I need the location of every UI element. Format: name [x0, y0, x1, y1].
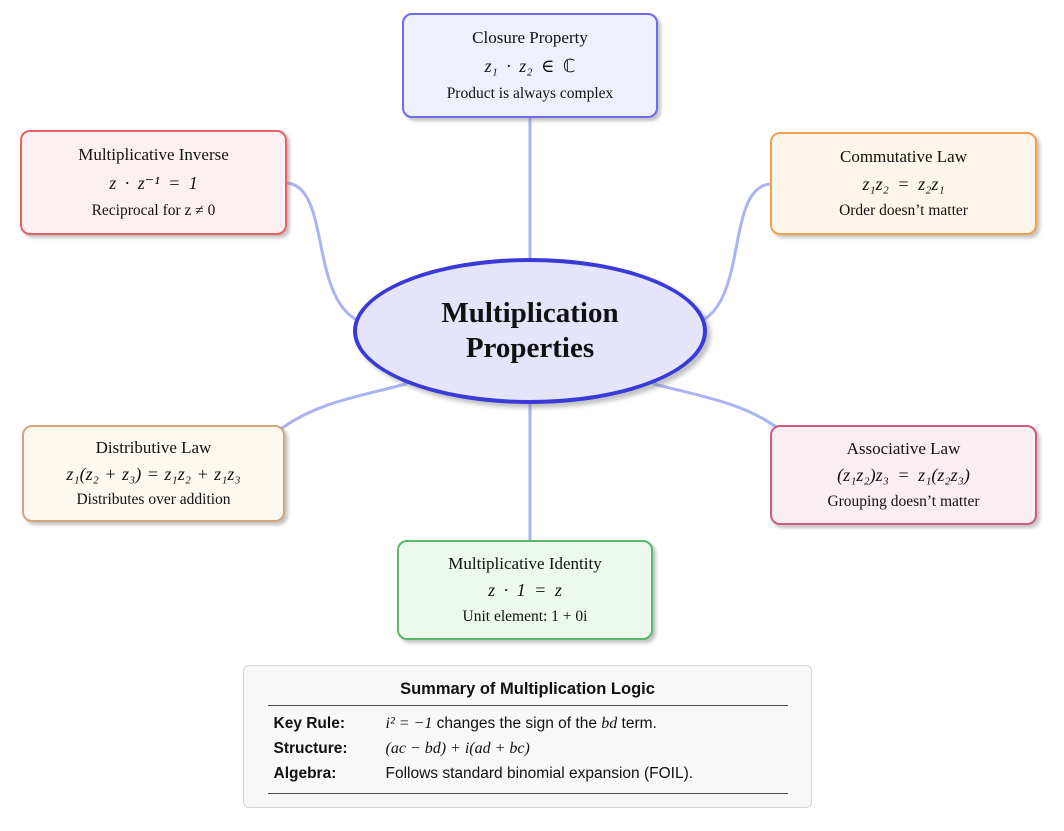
node-commutative: Commutative Law z₁z₂ = z₂z₁ Order doesn’… — [770, 132, 1037, 235]
connector-inverse-center — [285, 181, 359, 322]
node-associative-caption: Grouping doesn’t matter — [827, 493, 980, 511]
node-closure: Closure Property z₁ · z₂ ∈ ℂ Product is … — [402, 13, 658, 118]
node-identity-caption: Unit element: 1 + 0i — [462, 608, 588, 626]
summary-row-value: (ac − bd) + i(ad + bc) — [385, 739, 530, 757]
summary-row-algebra: Algebra: Follows standard binomial expan… — [274, 761, 788, 786]
node-associative: Associative Law (z₁z₂)z₃ = z₁(z₂z₃) Grou… — [770, 425, 1037, 525]
node-distributive: Distributive Law z₁(z₂ + z₃) = z₁z₂ + z₁… — [22, 425, 285, 522]
node-inverse-formula: z · z⁻¹ = 1 — [109, 172, 198, 193]
node-commutative-caption: Order doesn’t matter — [839, 202, 968, 220]
center-title-line2: Properties — [465, 332, 595, 364]
node-distributive-formula: z₁(z₂ + z₃) = z₁z₂ + z₁z₃ — [66, 463, 241, 484]
connector-commutative-center — [701, 182, 772, 322]
node-associative-formula: (z₁z₂)z₃ = z₁(z₂z₃) — [837, 465, 970, 486]
node-closure-title: Closure Property — [472, 28, 588, 48]
connector-associative-center — [652, 382, 780, 430]
summary-row-key-rule: Key Rule: i² = −1 changes the sign of th… — [274, 711, 788, 736]
summary-row-structure: Structure: (ac − bd) + i(ad + bc) — [274, 736, 788, 761]
node-identity-formula: z · 1 = z — [488, 580, 562, 601]
summary-title: Summary of Multiplication Logic — [267, 680, 788, 706]
node-commutative-formula: z₁z₂ = z₂z₁ — [862, 173, 945, 194]
summary-row-value: Follows standard binomial expansion (FOI… — [385, 764, 694, 782]
node-closure-formula: z₁ · z₂ ∈ ℂ — [484, 55, 576, 76]
node-distributive-caption: Distributes over addition — [76, 490, 231, 508]
summary-rows: Key Rule: i² = −1 changes the sign of th… — [267, 706, 788, 794]
connector-distributive-center — [280, 382, 408, 430]
node-inverse-caption: Reciprocal for z ≠ 0 — [91, 201, 216, 219]
summary-row-label: Structure: — [273, 739, 348, 757]
node-identity-title: Multiplicative Identity — [448, 553, 602, 573]
center-ellipse: Multiplication Properties — [353, 258, 707, 404]
summary-table: Summary of Multiplication Logic Key Rule… — [267, 680, 788, 794]
node-identity: Multiplicative Identity z · 1 = z Unit e… — [397, 540, 653, 640]
node-distributive-title: Distributive Law — [95, 438, 212, 458]
summary-row-label: Key Rule: — [273, 714, 346, 732]
node-associative-title: Associative Law — [846, 438, 961, 458]
node-closure-caption: Product is always complex — [446, 84, 614, 102]
node-inverse: Multiplicative Inverse z · z⁻¹ = 1 Recip… — [20, 130, 287, 235]
summary-row-value: i² = −1 changes the sign of the bd term. — [385, 714, 657, 732]
node-inverse-title: Multiplicative Inverse — [78, 145, 229, 165]
summary-row-label: Algebra: — [273, 764, 337, 782]
node-commutative-title: Commutative Law — [839, 146, 967, 166]
center-title-line1: Multiplication — [441, 296, 619, 329]
summary-panel: Summary of Multiplication Logic Key Rule… — [243, 665, 812, 808]
